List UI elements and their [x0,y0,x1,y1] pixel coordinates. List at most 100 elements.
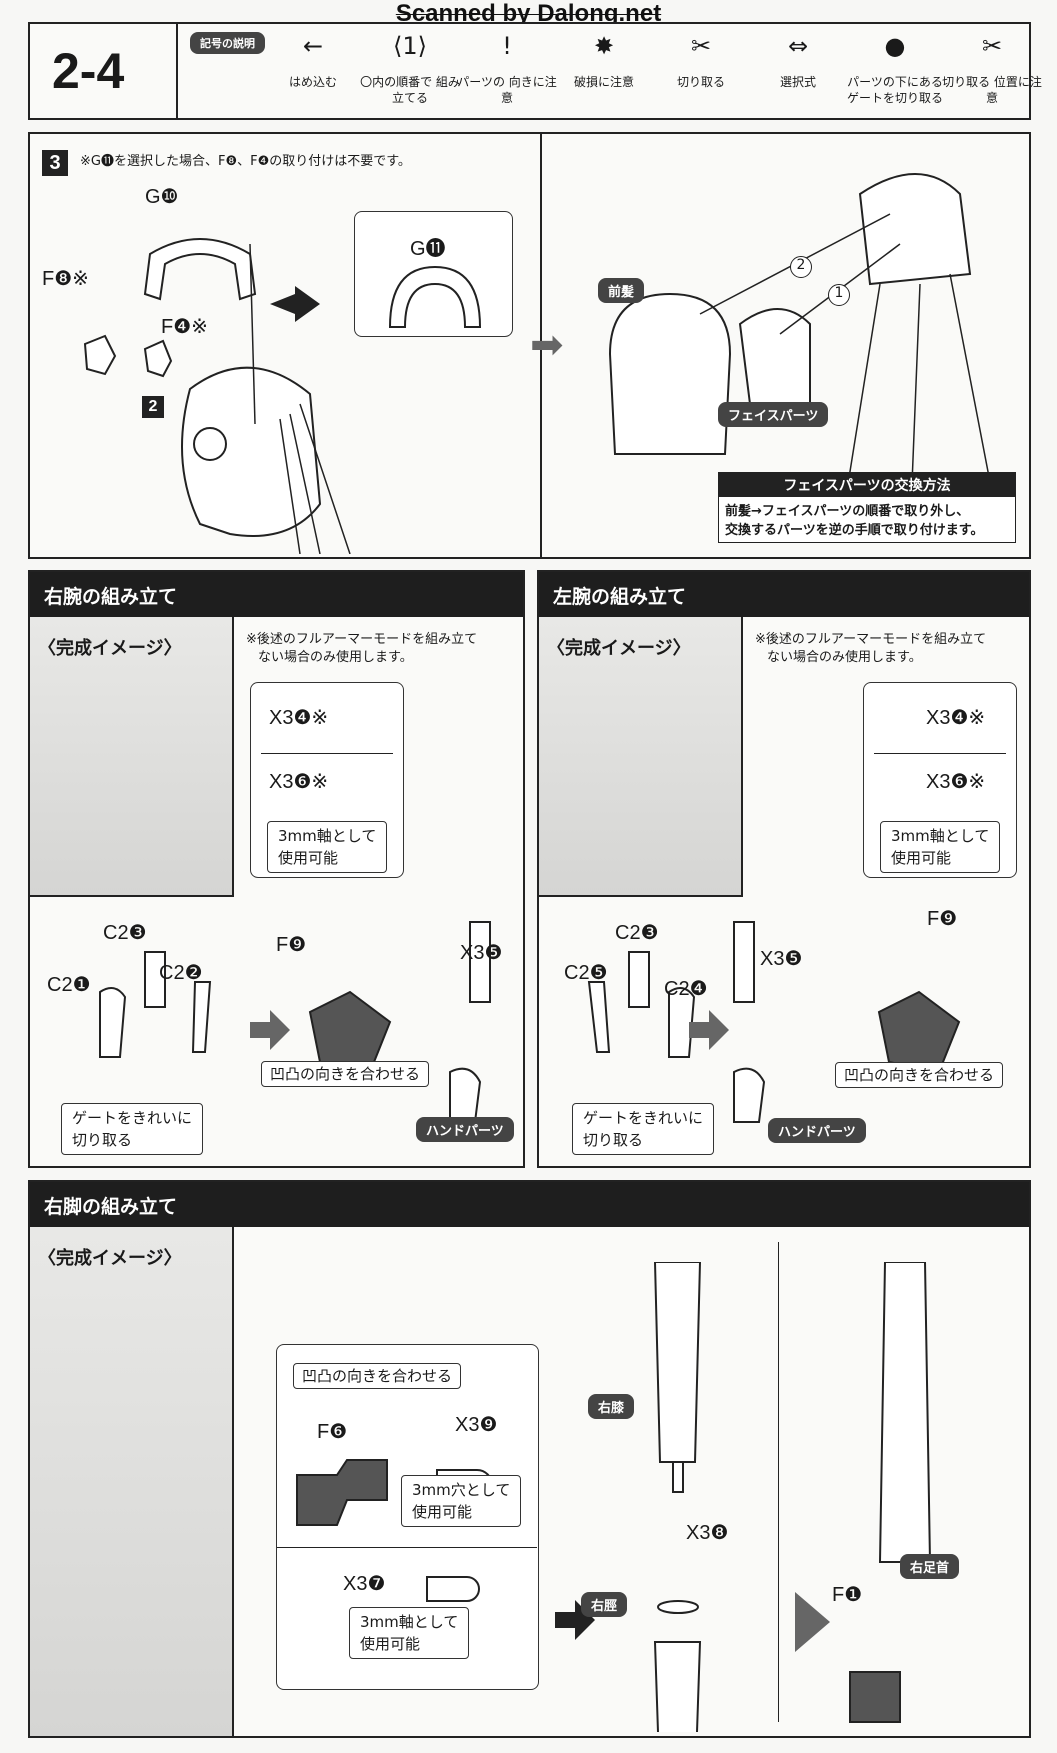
axis-line2: 使用可能 [278,849,339,867]
legend-title: 記号の説明 [190,32,265,54]
part-label-x3-7: X3❼ [343,1573,386,1595]
step3-panel: 3 ※G⓫を選択した場合、F❽、F❹の取り付けは不要です。 G❿ F❽※ F❹※… [28,132,1031,559]
right-arm-note-2: ない場合のみ使用します。 [258,650,413,665]
exclamation-icon: ! [502,32,512,60]
align-callout: 凹凸の向きを合わせる [293,1363,462,1389]
part-label-c2-3: C2❸ [103,922,147,944]
right-arm-note-1: ※後述のフルアーマーモードを組み立て [246,632,478,647]
gate-callout: ゲートをきれいに切り取る [61,1103,204,1155]
face-swap-illustration [608,173,1001,534]
cut-position-icon: ✂ [981,32,1003,60]
part-label-f1: F❶ [832,1584,863,1606]
left-arm-note-2: ない場合のみ使用します。 [767,650,922,665]
right-arm-image-label: 〈完成イメージ〉 [38,638,182,659]
left-arm-note-1: ※後述のフルアーマーモードを組み立て [755,632,987,647]
axis-callout: 3mm軸として使用可能 [267,821,388,873]
select-arrow-icon: ⇔ [787,32,809,60]
part-label-g11: G⓫ [410,238,446,260]
part-label-c2-5: C2❺ [564,962,608,984]
part-label-c2-1: C2❶ [47,974,91,996]
legend-label: 破損に注意 [573,75,634,89]
next-arrow-icon: ➡ [530,322,564,368]
damage-icon: ✸ [593,32,615,60]
axis-line1: 3mm軸として [278,827,377,845]
legend-label: 〇内の順番で 組み立てる [360,75,460,105]
align-callout: 凹凸の向きを合わせる [261,1061,430,1087]
left-arm-completed-photo [539,617,743,897]
headgear-illustration [83,238,351,554]
gate-line2: 切り取る [72,1131,133,1149]
legend-label: 選択式 [779,75,816,89]
part-label-g10: G❿ [145,186,179,208]
face-swap-title: フェイスパーツの交換方法 [719,473,1015,497]
hexagon-number-icon: ⟨1⟩ [393,32,427,60]
part-label-x3-5: X3❺ [760,948,803,970]
step3-note: ※G⓫を選択した場合、F❽、F❹の取り付けは不要です。 [80,154,411,169]
face-parts-label: フェイスパーツ [718,402,829,427]
right-leg-illustration [555,1262,932,1732]
part-label-f9: F❾ [927,908,958,930]
left-arm-illustration [587,921,961,1123]
part-label-x3-8: X3❽ [686,1522,729,1544]
part-label-c2-2: C2❷ [159,962,203,984]
face-swap-line2: 交換するパーツを逆の手順で取り付けます。 [725,523,984,538]
right-leg-parts-box: 凹凸の向きを合わせる F❻ X3❾ 3mm穴として使用可能 X3❼ 3mm軸とし… [276,1344,539,1690]
order-marker-2: 2 [790,256,812,278]
knee-label: 右膝 [588,1394,635,1419]
left-arm-image-label: 〈完成イメージ〉 [547,638,691,659]
shin-label: 右脛 [581,1592,628,1617]
arrow-left-icon: ← [302,32,324,60]
part-label-f6: F❻ [317,1421,348,1443]
cut-icon: ✂ [690,32,712,60]
ankle-label: 右足首 [900,1554,960,1579]
part-label-x3-6: X3❻※ [926,771,986,793]
g11-part-icon [388,265,482,328]
axis-line1: 3mm軸として [891,827,990,845]
right-arm-title: 右腕の組み立て [30,572,523,617]
gate-line2: 切り取る [583,1131,644,1149]
right-leg-title: 右脚の組み立て [30,1182,1029,1227]
left-arm-title: 左腕の組み立て [539,572,1029,617]
face-swap-line1: 前髪→フェイスパーツの順番で取り外し、 [725,504,970,519]
legend-label: パーツの 向きに注意 [457,75,557,105]
part-label-c2-3: C2❸ [615,922,659,944]
left-arm-optional-parts-box: X3❹※ X3❻※ 3mm軸として使用可能 [863,682,1017,878]
part-label-x3-5: X3❺ [460,942,503,964]
legend-label: 切り取る 位置に注意 [942,75,1042,105]
axis-callout: 3mm軸として使用可能 [880,821,1001,873]
part-label-x3-4: X3❹※ [926,707,986,729]
step-number: 2-4 [52,43,125,99]
axis-line1: 3mm軸として [360,1613,459,1631]
legend-label: パーツの下にある ゲートを切り取る [846,75,943,105]
right-arm-illustration [99,921,491,1123]
hole-line1: 3mm穴として [412,1481,511,1499]
order-marker-1: 1 [828,284,850,306]
substep-badge: 2 [142,396,164,418]
right-arm-completed-photo [30,617,234,897]
right-arm-panel: 右腕の組み立て 〈完成イメージ〉 ※後述のフルアーマーモードを組み立て ない場合… [28,570,525,1168]
g11-option-box: G⓫ [354,211,513,337]
gate-line1: ゲートをきれいに [72,1109,193,1127]
right-leg-panel: 右脚の組み立て 〈完成イメージ〉 凹凸の向きを合わせる F❻ X3❾ 3mm穴と… [28,1180,1031,1738]
face-swap-instructions: フェイスパーツの交換方法 前髪→フェイスパーツの順番で取り外し、 交換するパーツ… [718,472,1016,543]
x3-7-illustration [426,1576,480,1602]
gate-callout: ゲートをきれいに切り取る [572,1103,715,1155]
axis-line2: 使用可能 [360,1635,421,1653]
right-leg-image-label: 〈完成イメージ〉 [38,1248,182,1269]
step3-badge: 3 [42,150,68,176]
hand-parts-label: ハンドパーツ [768,1118,866,1143]
part-label-f9: F❾ [276,934,307,956]
gate-cut-icon: ● [884,32,906,60]
left-arm-panel: 左腕の組み立て 〈完成イメージ〉 ※後述のフルアーマーモードを組み立て ない場合… [537,570,1031,1168]
hole-callout: 3mm穴として使用可能 [401,1475,522,1527]
right-leg-completed-photo [30,1227,234,1736]
legend-label: 切り取る [676,75,725,89]
part-label-f4: F❹※ [161,316,208,338]
bangs-label: 前髪 [598,278,645,303]
gate-line1: ゲートをきれいに [583,1109,704,1127]
hole-line2: 使用可能 [412,1503,473,1521]
part-label-c2-4: C2❹ [664,978,708,1000]
legend-header: 2-4 記号の説明 ←はめ込む⟨1⟩〇内の順番で 組み立てる!パーツの 向きに注… [28,22,1042,120]
part-label-x3-9: X3❾ [455,1414,498,1436]
part-label-x3-4: X3❹※ [269,707,329,729]
